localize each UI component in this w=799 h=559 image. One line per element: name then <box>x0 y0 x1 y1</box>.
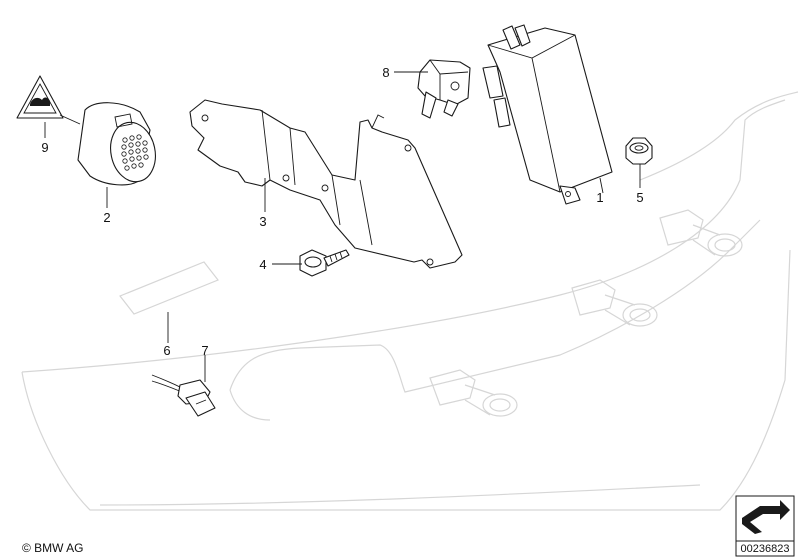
callout-1: 1 <box>596 190 603 205</box>
sensor-cable <box>151 374 216 417</box>
callout-3: 3 <box>259 214 266 229</box>
callout-4: 4 <box>259 257 266 272</box>
connector-plug <box>77 102 156 186</box>
callout-7: 7 <box>201 343 208 358</box>
callout-9: 9 <box>41 140 48 155</box>
pdc-sensor-left <box>429 369 518 417</box>
leader-lines <box>44 71 641 382</box>
callout-8: 8 <box>382 65 389 80</box>
mounting-bracket <box>189 99 463 269</box>
pdc-control-module <box>482 24 613 205</box>
bumper-outline <box>21 91 799 511</box>
screw <box>299 249 350 277</box>
pdc-sensor-middle <box>571 279 658 327</box>
copyright-text: © BMW AG <box>22 541 84 555</box>
warning-label-triangle <box>16 75 64 119</box>
label-sheet <box>119 261 219 315</box>
image-number-box: 00236823 <box>735 540 795 557</box>
image-number: 00236823 <box>741 543 790 555</box>
callout-2: 2 <box>103 210 110 225</box>
orientation-arrow-icon <box>735 495 795 542</box>
pdc-sensor-right <box>659 209 743 257</box>
callout-5: 5 <box>636 190 643 205</box>
holder-clip <box>417 59 471 119</box>
nut <box>625 137 653 165</box>
callout-labels: 1 2 3 4 5 6 7 8 9 <box>41 65 643 358</box>
callout-6: 6 <box>163 343 170 358</box>
